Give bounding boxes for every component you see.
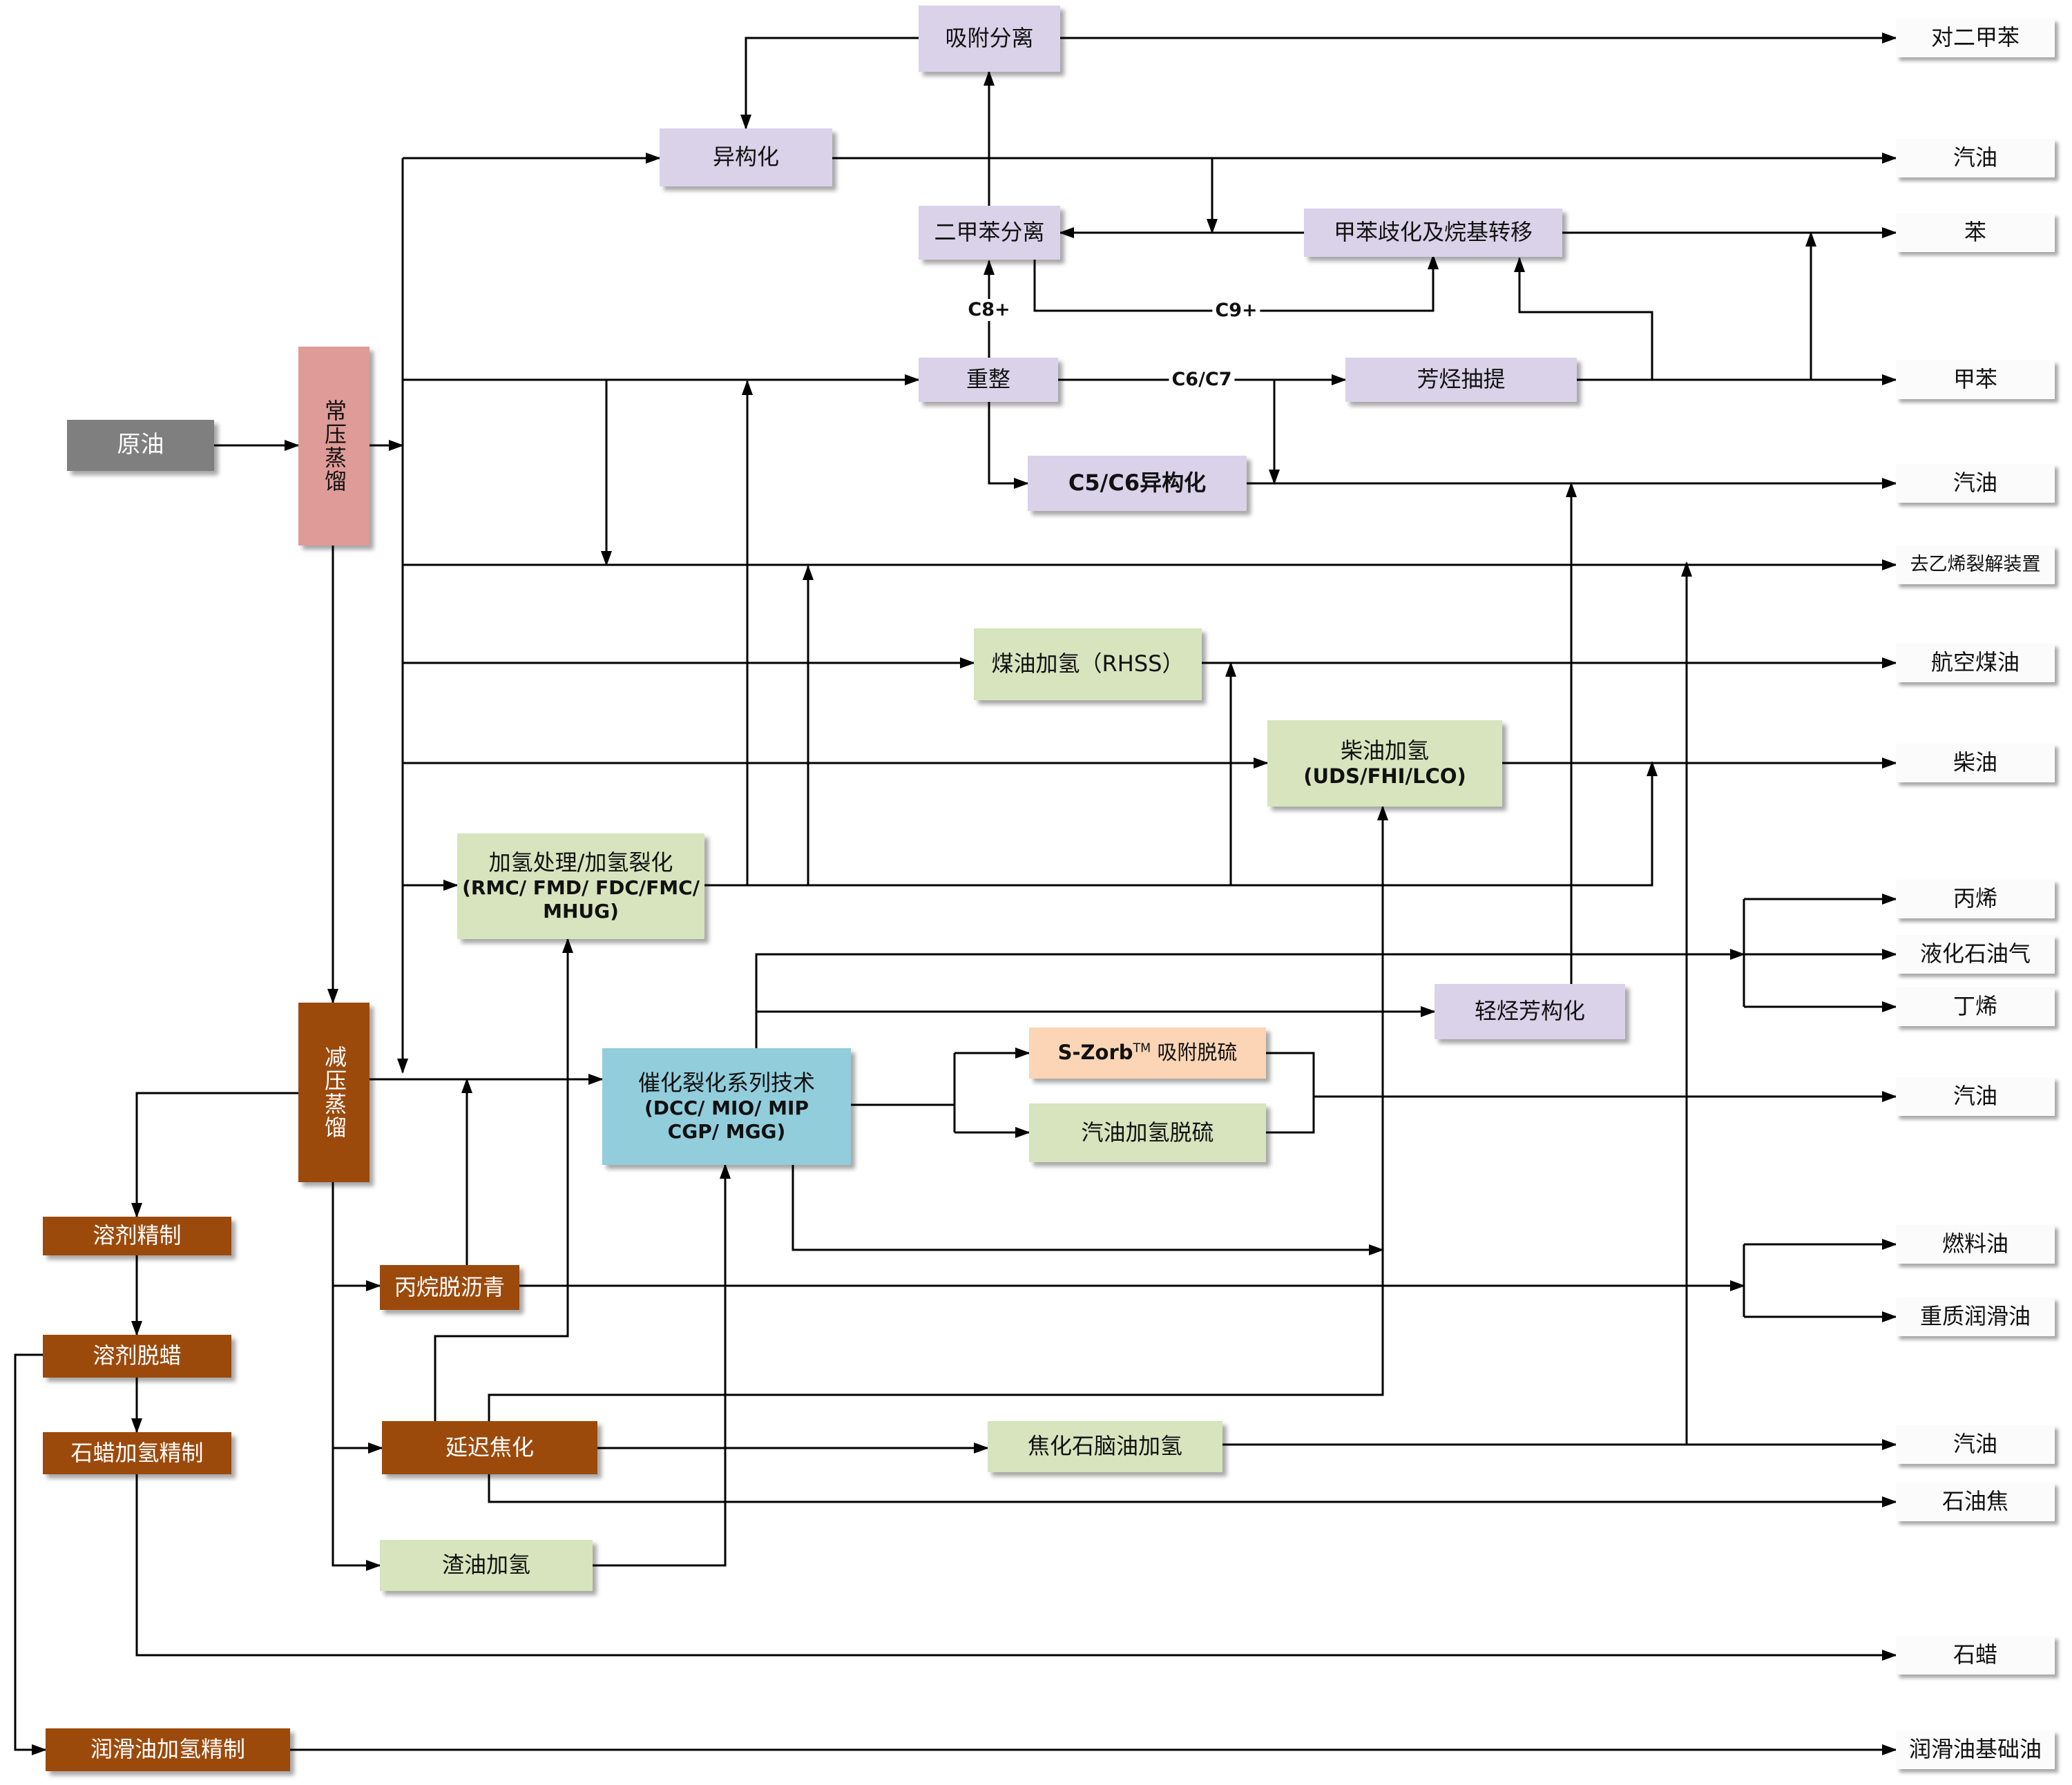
szorb-tm: TM bbox=[1133, 1041, 1151, 1056]
fcc-label-2: (DCC/ MIO/ MIP bbox=[644, 1096, 809, 1119]
product-label: 汽油 bbox=[1953, 1083, 1997, 1110]
product-toluene: 甲苯 bbox=[1896, 360, 2055, 399]
product-jet-fuel: 航空煤油 bbox=[1896, 644, 2055, 682]
product-label: 石蜡 bbox=[1953, 1641, 1997, 1668]
delayed-coking-node[interactable]: 延迟焦化 bbox=[382, 1421, 597, 1474]
fcc-label-3: CGP/ MGG) bbox=[667, 1120, 786, 1144]
light-aromatization-label: 轻烃芳构化 bbox=[1474, 998, 1585, 1025]
propane-deasphalting-node[interactable]: 丙烷脱沥青 bbox=[380, 1265, 519, 1310]
product-label: 汽油 bbox=[1953, 1431, 1997, 1458]
gasoline-hydrodesulfurization-label: 汽油加氢脱硫 bbox=[1081, 1119, 1214, 1146]
c5c6-isomerization-label: C5/C6异构化 bbox=[1068, 470, 1207, 496]
product-butylene: 丁烯 bbox=[1896, 987, 2055, 1026]
solvent-dewaxing-label: 溶剂脱蜡 bbox=[93, 1342, 182, 1369]
lube-hydrofinishing-node[interactable]: 润滑油加氢精制 bbox=[46, 1728, 290, 1771]
product-gasoline: 汽油 bbox=[1896, 1425, 2055, 1464]
product-cracker-feed: 去乙烯裂解装置 bbox=[1896, 546, 2055, 584]
c6c7-label: C6/C7 bbox=[1169, 369, 1235, 391]
product-label: 丁烯 bbox=[1953, 993, 1997, 1020]
szorb-desulfurization-node[interactable]: S-ZorbTM 吸附脱硫 bbox=[1029, 1027, 1266, 1079]
hydrocracking-label-3: MHUG) bbox=[543, 900, 619, 923]
product-label: 航空煤油 bbox=[1930, 649, 2020, 676]
diesel-hydrotreating-node[interactable]: 柴油加氢 (UDS/FHI/LCO) bbox=[1267, 720, 1502, 807]
product-paraffin-wax: 石蜡 bbox=[1896, 1636, 2055, 1675]
wax-hydrofinishing-node[interactable]: 石蜡加氢精制 bbox=[43, 1432, 231, 1474]
fcc-label-1: 催化裂化系列技术 bbox=[637, 1069, 815, 1096]
atmospheric-distillation-node[interactable]: 常压蒸馏 bbox=[298, 347, 370, 546]
coker-naphtha-hydrotreating-node[interactable]: 焦化石脑油加氢 bbox=[988, 1421, 1222, 1472]
product-label: 对二甲苯 bbox=[1930, 24, 2020, 51]
product-label: 液化石油气 bbox=[1919, 940, 2031, 967]
szorb-name: S-Zorb bbox=[1057, 1041, 1133, 1065]
adsorption-separation-node[interactable]: 吸附分离 bbox=[919, 6, 1060, 72]
product-label: 柴油 bbox=[1953, 749, 1997, 776]
kerosene-hydrotreating-label: 煤油加氢（RHSS） bbox=[991, 650, 1184, 677]
coker-naphtha-hydrotreating-label: 焦化石脑油加氢 bbox=[1027, 1433, 1182, 1460]
product-heavy-lube: 重质润滑油 bbox=[1896, 1297, 2055, 1336]
hydrocracking-node[interactable]: 加氢处理/加氢裂化 (RMC/ FMD/ FDC/FMC/ MHUG) bbox=[457, 833, 704, 939]
atmospheric-distillation-label: 常压蒸馏 bbox=[321, 399, 348, 493]
product-lpg: 液化石油气 bbox=[1896, 935, 2055, 974]
hydrocracking-label-2: (RMC/ FMD/ FDC/FMC/ bbox=[462, 876, 700, 899]
adsorption-separation-label: 吸附分离 bbox=[945, 25, 1034, 52]
product-gasoline: 汽油 bbox=[1896, 464, 2055, 503]
diesel-hydrotreating-label-2: (UDS/FHI/LCO) bbox=[1303, 764, 1466, 789]
hydrocracking-label-1: 加氢处理/加氢裂化 bbox=[488, 849, 673, 876]
product-label: 重质润滑油 bbox=[1919, 1303, 2031, 1330]
product-gasoline: 汽油 bbox=[1896, 139, 2055, 177]
isomerization-label: 异构化 bbox=[712, 144, 779, 171]
product-label: 甲苯 bbox=[1953, 366, 1997, 393]
vacuum-distillation-node[interactable]: 减压蒸馏 bbox=[298, 1003, 370, 1182]
xylene-separation-node[interactable]: 二甲苯分离 bbox=[919, 206, 1060, 260]
reforming-node[interactable]: 重整 bbox=[919, 358, 1058, 402]
diesel-hydrotreating-label-1: 柴油加氢 bbox=[1340, 737, 1429, 764]
product-benzene: 苯 bbox=[1896, 213, 2055, 252]
crude-oil-label: 原油 bbox=[117, 431, 164, 459]
toluene-disproportionation-node[interactable]: 甲苯歧化及烷基转移 bbox=[1304, 209, 1562, 257]
product-petroleum-coke: 石油焦 bbox=[1896, 1483, 2055, 1521]
residue-hydrotreating-label: 渣油加氢 bbox=[441, 1552, 530, 1579]
szorb-desulfurization-label: S-ZorbTM 吸附脱硫 bbox=[1058, 1041, 1238, 1065]
lube-hydrofinishing-label: 润滑油加氢精制 bbox=[90, 1736, 245, 1763]
delayed-coking-label: 延迟焦化 bbox=[445, 1434, 534, 1460]
residue-hydrotreating-node[interactable]: 渣油加氢 bbox=[380, 1540, 593, 1591]
gasoline-hydrodesulfurization-node[interactable]: 汽油加氢脱硫 bbox=[1029, 1103, 1266, 1162]
product-label: 去乙烯裂解装置 bbox=[1910, 553, 2041, 575]
toluene-disproportionation-label: 甲苯歧化及烷基转移 bbox=[1333, 219, 1533, 246]
aromatics-extraction-node[interactable]: 芳烃抽提 bbox=[1345, 358, 1577, 402]
product-label: 苯 bbox=[1964, 219, 1986, 246]
product-fuel-oil: 燃料油 bbox=[1896, 1225, 2055, 1264]
c5c6-isomerization-node[interactable]: C5/C6异构化 bbox=[1028, 456, 1247, 511]
product-propylene: 丙烯 bbox=[1896, 880, 2055, 918]
light-aromatization-node[interactable]: 轻烃芳构化 bbox=[1435, 984, 1625, 1039]
isomerization-node[interactable]: 异构化 bbox=[660, 128, 832, 186]
solvent-refining-label: 溶剂精制 bbox=[93, 1222, 182, 1249]
product-diesel: 柴油 bbox=[1896, 744, 2055, 782]
reforming-label: 重整 bbox=[966, 366, 1010, 393]
crude-oil-node[interactable]: 原油 bbox=[67, 420, 214, 471]
product-label: 石油焦 bbox=[1941, 1488, 2008, 1515]
solvent-refining-node[interactable]: 溶剂精制 bbox=[43, 1217, 231, 1255]
product-label: 丙烯 bbox=[1953, 885, 1997, 912]
szorb-rest: 吸附脱硫 bbox=[1151, 1041, 1238, 1065]
xylene-separation-label: 二甲苯分离 bbox=[934, 219, 1045, 246]
fcc-node[interactable]: 催化裂化系列技术 (DCC/ MIO/ MIP CGP/ MGG) bbox=[602, 1048, 851, 1165]
product-label: 汽油 bbox=[1953, 470, 1997, 496]
product-label: 润滑油基础油 bbox=[1908, 1736, 2042, 1763]
product-label: 燃料油 bbox=[1941, 1231, 2008, 1257]
c8-plus-label: C8+ bbox=[965, 299, 1013, 321]
c9-plus-label: C9+ bbox=[1212, 300, 1260, 322]
product-paraxylene: 对二甲苯 bbox=[1896, 19, 2055, 57]
kerosene-hydrotreating-node[interactable]: 煤油加氢（RHSS） bbox=[974, 628, 1202, 700]
product-label: 汽油 bbox=[1953, 144, 1997, 171]
propane-deasphalting-label: 丙烷脱沥青 bbox=[394, 1273, 505, 1300]
wax-hydrofinishing-label: 石蜡加氢精制 bbox=[70, 1439, 204, 1466]
vacuum-distillation-label: 减压蒸馏 bbox=[321, 1045, 348, 1139]
solvent-dewaxing-node[interactable]: 溶剂脱蜡 bbox=[43, 1335, 231, 1378]
aromatics-extraction-label: 芳烃抽提 bbox=[1417, 366, 1506, 393]
product-lube-base-oil: 润滑油基础油 bbox=[1896, 1730, 2055, 1769]
product-gasoline: 汽油 bbox=[1896, 1077, 2055, 1116]
